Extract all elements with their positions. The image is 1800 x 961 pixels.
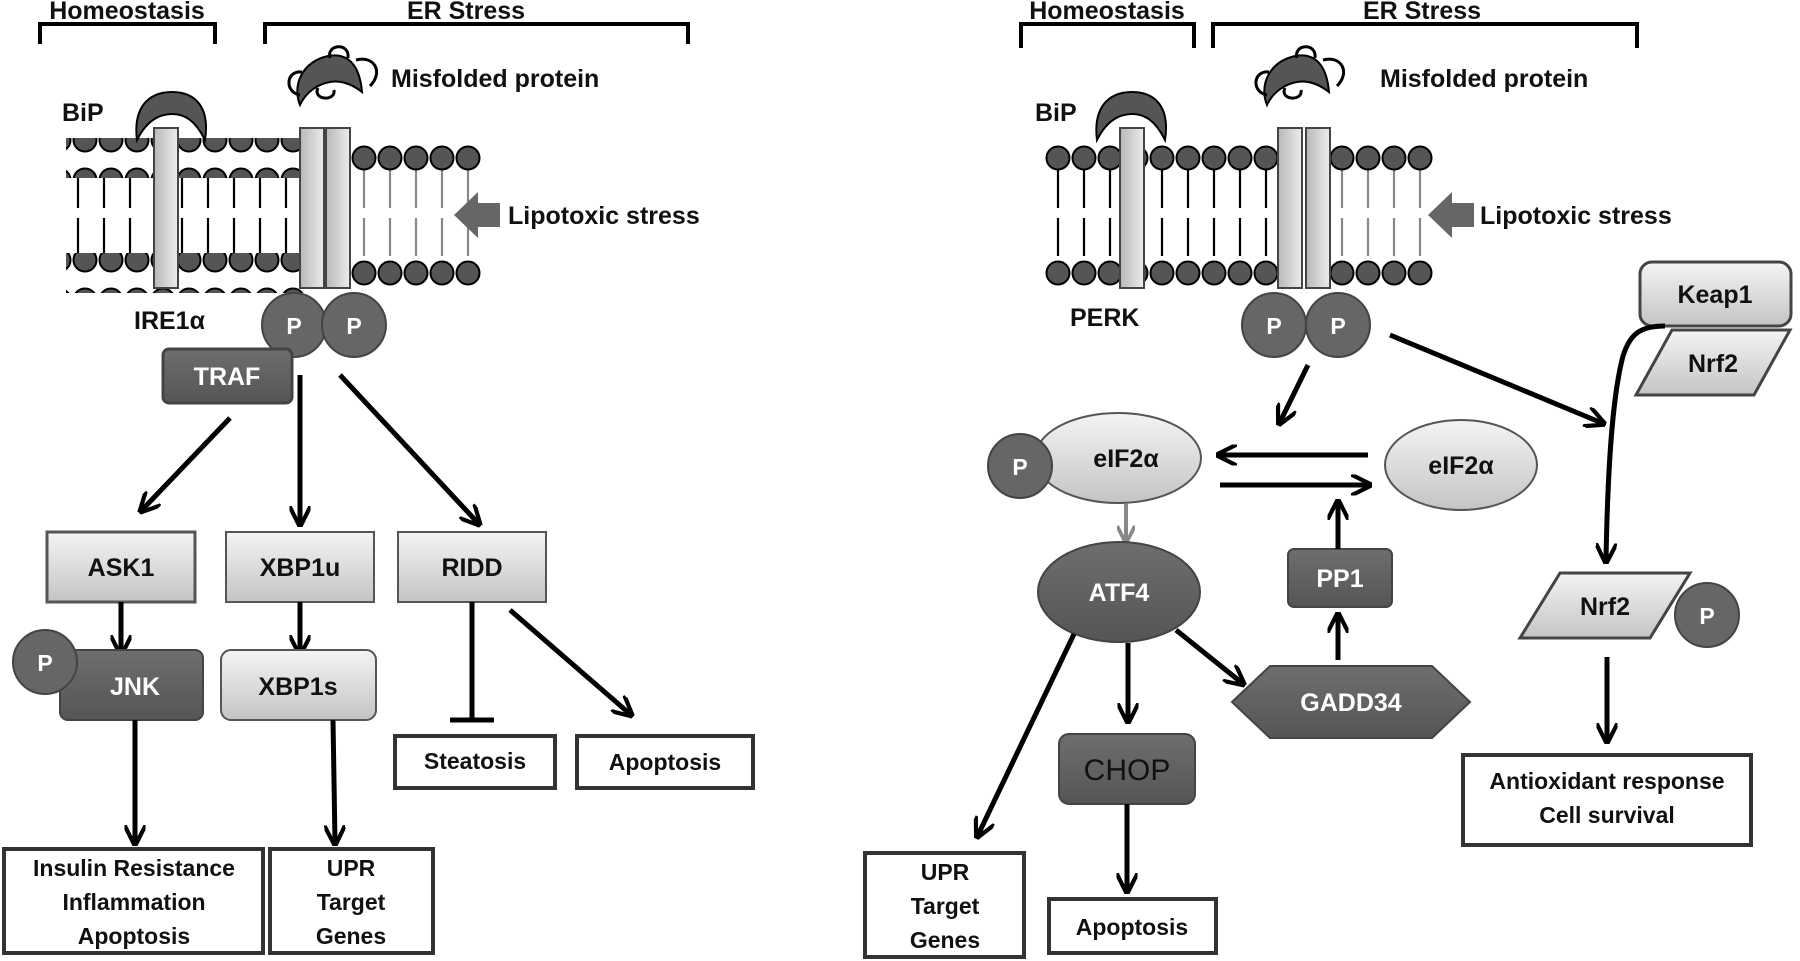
steatosis-box: [393, 734, 557, 790]
er-membrane: [1045, 145, 1433, 286]
outcome-line: Inflammation: [62, 889, 205, 915]
gadd34-label: GADD34: [1300, 689, 1402, 717]
ask1-label: ASK1: [88, 554, 155, 582]
gadd34-hexagon: [1230, 665, 1472, 739]
eif2a-label: eIF2α: [1093, 445, 1159, 473]
outcome-line: Antioxidant response: [1489, 768, 1724, 794]
eif2a-label: eIF2α: [1428, 452, 1494, 480]
pp1-label: PP1: [1316, 565, 1363, 593]
traf-box: [161, 347, 294, 405]
perk-label: PERK: [1070, 304, 1139, 332]
er-membrane: [66, 138, 481, 293]
misfolded-protein-label: Misfolded protein: [1380, 65, 1588, 93]
er-stress-bracket: [1211, 22, 1639, 48]
upr-target-genes-box: [268, 847, 435, 955]
outcome-line: Target: [317, 889, 386, 915]
outcome-line: Target: [911, 893, 980, 919]
apoptosis-label: Apoptosis: [609, 749, 721, 775]
apoptosis-box: [575, 734, 755, 790]
xbp1s-box: [220, 649, 377, 721]
lipotoxic-arrow-icon: [454, 192, 500, 238]
apoptosis-label: Apoptosis: [1076, 914, 1188, 940]
ire1-dimer-left: [299, 127, 325, 289]
lipotoxic-arrow-icon: [1428, 192, 1474, 238]
homeostasis-bracket: [38, 22, 217, 44]
homeostasis-bracket: [1019, 22, 1196, 48]
phospho-label: P: [286, 313, 301, 339]
phospho-label: P: [1699, 603, 1714, 629]
er-stress-bracket: [263, 22, 690, 44]
ire1-monomer: [153, 127, 179, 289]
phospho-circle: [1305, 292, 1371, 358]
phospho-circle: [987, 433, 1053, 499]
outcome-line: UPR: [327, 855, 376, 881]
misfolded-protein-label: Misfolded protein: [391, 65, 599, 93]
lipotoxic-stress-label: Lipotoxic stress: [1480, 202, 1672, 230]
phospho-label: P: [1330, 313, 1345, 339]
phospho-label: P: [37, 650, 52, 676]
outcome-line: Genes: [316, 923, 386, 949]
misfolded-protein-icon: [1254, 45, 1345, 108]
er-stress-label: ER Stress: [407, 0, 525, 25]
insulin-resistance-box: [2, 847, 265, 955]
nrf2-shape: [1517, 571, 1693, 640]
ire1a-label: IRE1α: [134, 307, 206, 335]
arrow-xbp1s-upr: [333, 719, 335, 842]
steatosis-label: Steatosis: [424, 748, 526, 774]
bip-label: BiP: [62, 99, 104, 127]
outcome-line: Genes: [910, 927, 980, 953]
misfolded-protein-icon: [287, 45, 378, 108]
xbp1u-label: XBP1u: [260, 554, 341, 582]
eif2a-ellipse: [1384, 419, 1538, 511]
nrf2-label: Nrf2: [1688, 350, 1738, 378]
bip-chaperone-icon: [135, 90, 207, 144]
perk-dimer-left: [1277, 127, 1303, 289]
arrow-ire1-ridd: [338, 373, 478, 523]
arrow-perk-nrf2: [1389, 332, 1602, 423]
homeostasis-label: Homeostasis: [1029, 0, 1185, 25]
apoptosis-box: [1047, 897, 1218, 955]
homeostasis-label: Homeostasis: [49, 0, 205, 25]
arrow-ridd-apoptosis: [508, 608, 630, 714]
traf-label: TRAF: [194, 363, 261, 391]
phospho-label: P: [346, 313, 361, 339]
phospho-label: P: [1266, 313, 1281, 339]
phospho-circle: [12, 629, 78, 695]
atf4-ellipse: [1037, 541, 1201, 643]
bip-chaperone-icon: [1095, 90, 1167, 144]
ask1-box: [45, 530, 197, 604]
atf4-label: ATF4: [1089, 579, 1150, 607]
outcome-line: Insulin Resistance: [33, 855, 235, 881]
arrow-atf4-gadd34: [1174, 628, 1242, 683]
keap1-box: [1638, 260, 1793, 328]
er-stress-label: ER Stress: [1363, 0, 1481, 25]
arrow-traf-ask1: [142, 416, 232, 510]
perk-monomer: [1119, 127, 1145, 289]
bip-label: BiP: [1035, 99, 1077, 127]
upr-target-genes-box: [863, 851, 1026, 959]
phospho-circle: [321, 292, 387, 358]
chop-label: CHOP: [1084, 754, 1171, 787]
keap1-label: Keap1: [1677, 281, 1752, 309]
ire1-dimer-right: [325, 127, 351, 289]
right-panel: Homeostasis ER Stress Misfolded protein …: [863, 0, 1793, 959]
ridd-label: RIDD: [441, 554, 502, 582]
phospho-label: P: [1012, 454, 1027, 480]
nrf2-label: Nrf2: [1580, 593, 1630, 621]
xbp1s-label: XBP1s: [258, 673, 337, 701]
arrow-perk-eif2a: [1280, 363, 1311, 422]
perk-dimer-right: [1305, 127, 1331, 289]
arrow-nrf2-release: [1606, 323, 1666, 560]
outcome-line: Apoptosis: [78, 923, 190, 949]
left-panel: Homeostasis ER Stress Misfolded protein …: [2, 0, 755, 955]
arrow-atf4-upr: [978, 632, 1077, 835]
jnk-label: JNK: [110, 673, 160, 701]
nrf2-complex-shape: [1633, 328, 1793, 397]
lipotoxic-stress-label: Lipotoxic stress: [508, 202, 700, 230]
outcome-line: Cell survival: [1539, 802, 1675, 828]
outcome-line: UPR: [921, 859, 970, 885]
phospho-circle: [1674, 582, 1740, 648]
antioxidant-response-box: [1461, 753, 1753, 847]
